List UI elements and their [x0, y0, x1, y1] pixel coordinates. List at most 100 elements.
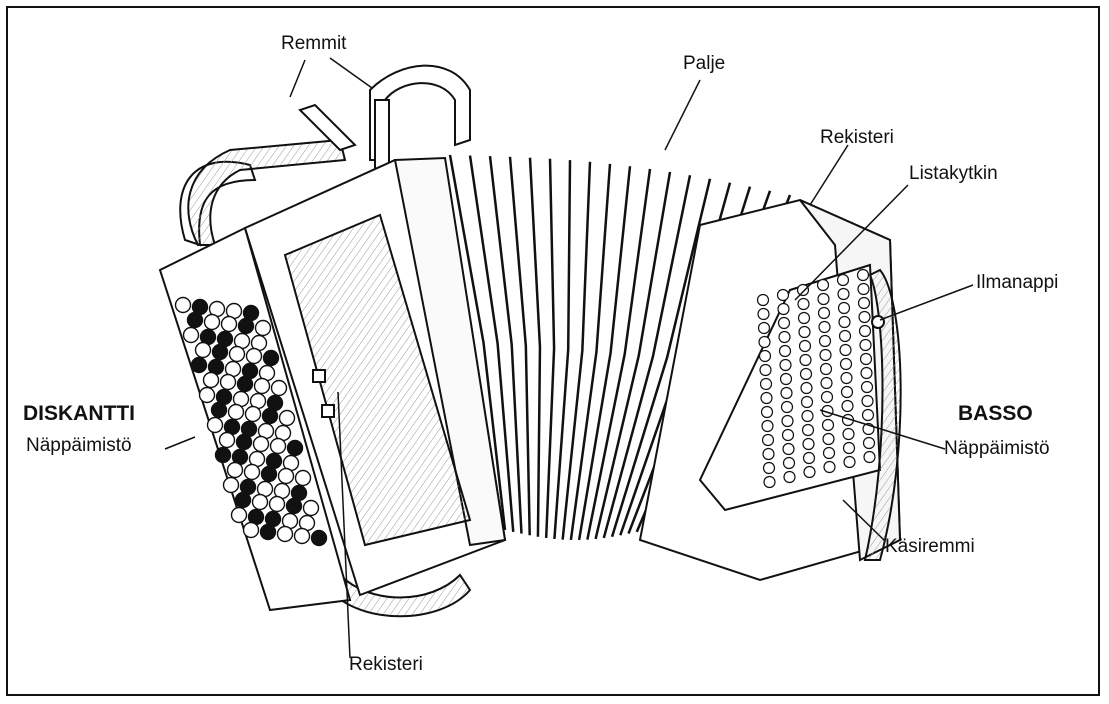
bass-key: [824, 462, 835, 473]
treble-key: [204, 373, 219, 388]
bass-key: [824, 448, 835, 459]
treble-key: [288, 441, 303, 456]
bass-key: [843, 429, 854, 440]
bass-key: [760, 351, 771, 362]
bass-key: [781, 388, 792, 399]
treble-key: [296, 471, 311, 486]
treble-key: [246, 407, 261, 422]
bass-key: [822, 392, 833, 403]
bass-key: [762, 421, 773, 432]
bass-key: [761, 393, 772, 404]
bass-key: [819, 322, 830, 333]
bass-key: [864, 438, 875, 449]
label-ilmanappi: Ilmanappi: [976, 273, 1058, 292]
bass-key: [784, 472, 795, 483]
bass-key: [800, 355, 811, 366]
treble-key: [236, 493, 251, 508]
bass-key: [762, 407, 773, 418]
bass-key: [861, 354, 872, 365]
bass-key: [759, 337, 770, 348]
treble-key: [245, 465, 260, 480]
treble-key: [295, 529, 310, 544]
treble-key: [261, 525, 276, 540]
bass-key: [803, 425, 814, 436]
bass-key: [838, 289, 849, 300]
bass-key: [800, 341, 811, 352]
treble-key: [200, 388, 215, 403]
bass-key: [780, 360, 791, 371]
bass-key: [798, 285, 809, 296]
bass-key: [861, 368, 872, 379]
bass-key: [799, 327, 810, 338]
bass-key: [818, 294, 829, 305]
bass-key: [860, 340, 871, 351]
treble-key: [238, 377, 253, 392]
bass-key: [841, 373, 852, 384]
bass-key: [864, 452, 875, 463]
bass-key: [760, 365, 771, 376]
label-rekisteri-bottom: Rekisteri: [349, 655, 423, 674]
treble-key: [287, 499, 302, 514]
bass-key: [819, 308, 830, 319]
bass-key: [844, 457, 855, 468]
treble-key: [188, 313, 203, 328]
bass-key: [842, 401, 853, 412]
bass-key: [862, 396, 873, 407]
bass-key: [782, 416, 793, 427]
label-nappaimisto-right: Näppäimistö: [944, 439, 1050, 458]
bass-key: [802, 397, 813, 408]
treble-key: [255, 379, 270, 394]
bass-key: [860, 326, 871, 337]
bass-key: [841, 359, 852, 370]
treble-key: [244, 523, 259, 538]
treble-key: [212, 403, 227, 418]
bass-key: [858, 270, 869, 281]
treble-key: [270, 497, 285, 512]
treble-key: [304, 501, 319, 516]
treble-key: [247, 349, 262, 364]
bass-key: [840, 331, 851, 342]
bass-body: [640, 200, 901, 580]
treble-key: [264, 351, 279, 366]
label-palje: Palje: [683, 54, 725, 73]
treble-key: [253, 495, 268, 510]
treble-key: [262, 467, 277, 482]
label-diskantti: DISKANTTI: [23, 403, 135, 424]
treble-key: [230, 347, 245, 362]
bass-key: [764, 477, 775, 488]
bass-key: [799, 313, 810, 324]
treble-key: [213, 345, 228, 360]
label-remmit: Remmit: [281, 34, 346, 53]
bass-key: [859, 312, 870, 323]
treble-key: [220, 433, 235, 448]
treble-key: [263, 409, 278, 424]
bass-key: [801, 383, 812, 394]
bass-key: [798, 299, 809, 310]
bass-key: [781, 374, 792, 385]
treble-key: [228, 463, 243, 478]
bass-key: [838, 275, 849, 286]
treble-key: [237, 435, 252, 450]
treble-key: [280, 411, 295, 426]
bass-key: [821, 378, 832, 389]
bass-key: [802, 411, 813, 422]
treble-key: [196, 343, 211, 358]
treble-key: [232, 508, 247, 523]
bass-key: [842, 387, 853, 398]
treble-key: [205, 315, 220, 330]
bass-key: [778, 290, 789, 301]
bass-key: [844, 443, 855, 454]
bass-key: [763, 435, 774, 446]
bellows-fold: [530, 158, 540, 537]
treble-key: [208, 418, 223, 433]
bass-key: [818, 280, 829, 291]
bellows-fold: [563, 162, 590, 540]
bass-key: [803, 439, 814, 450]
treble-key: [216, 448, 231, 463]
treble-key: [272, 381, 287, 396]
bass-key: [863, 410, 874, 421]
treble-key: [192, 358, 207, 373]
bass-key: [759, 323, 770, 334]
treble-key: [221, 375, 236, 390]
bass-key: [761, 379, 772, 390]
